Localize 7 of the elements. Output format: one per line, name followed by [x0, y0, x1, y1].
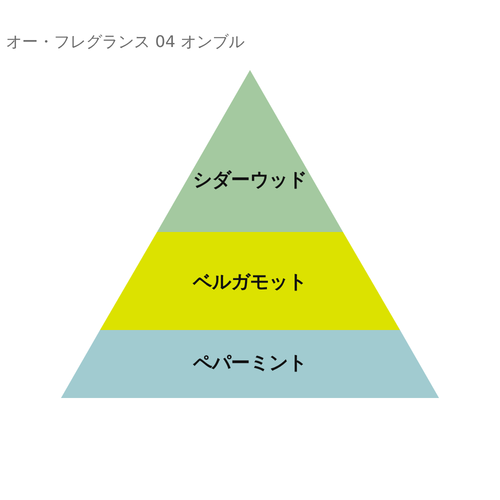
pyramid-tier	[61, 330, 439, 398]
pyramid-tier	[100, 232, 400, 330]
tier-label: シダーウッド	[193, 168, 307, 192]
diagram-title: オー・フレグランス 04 オンブル	[6, 32, 245, 52]
pyramid-tier	[157, 70, 343, 232]
tier-label: ペパーミント	[193, 351, 307, 375]
tier-label: ベルガモット	[193, 270, 307, 294]
